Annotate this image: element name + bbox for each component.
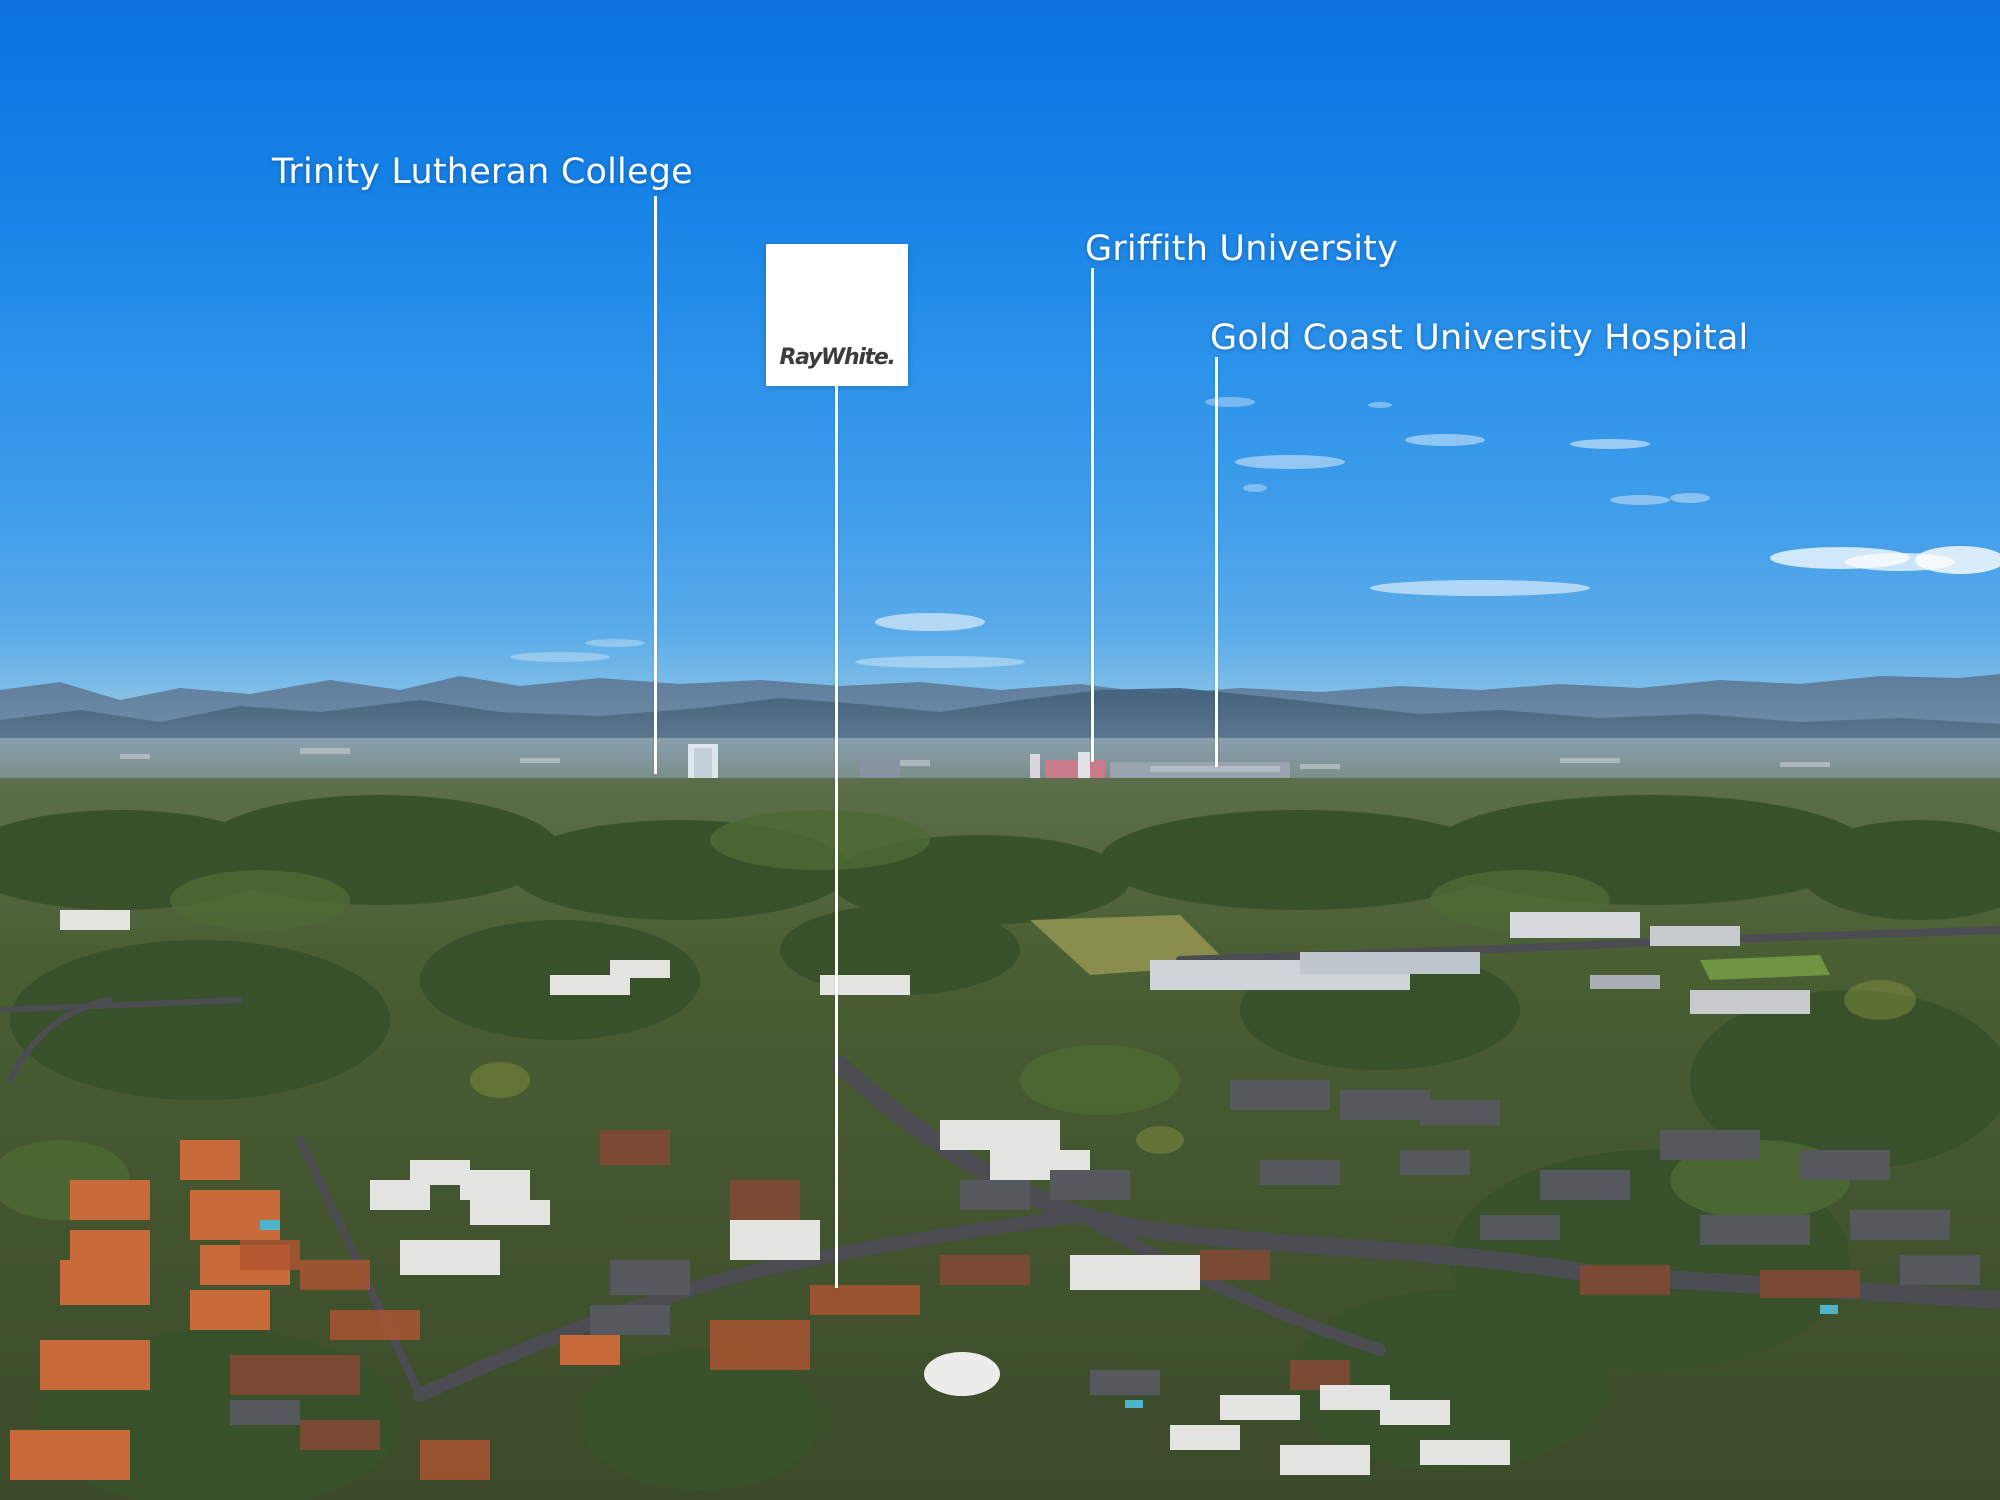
gold-coast-university-hospital-label: Gold Coast University Hospital	[1210, 318, 1749, 358]
raywhite-logo: RayWhite.	[766, 244, 908, 386]
raywhite-logo-text: RayWhite.	[779, 345, 895, 370]
griffith-university-label: Griffith University	[1085, 229, 1398, 269]
trinity-lutheran-college-label: Trinity Lutheran College	[272, 152, 693, 192]
raywhite-marker-line	[835, 386, 838, 1288]
trinity-callout-line	[654, 196, 657, 774]
griffith-callout-line	[1091, 268, 1094, 762]
gcuh-callout-line	[1215, 357, 1218, 767]
